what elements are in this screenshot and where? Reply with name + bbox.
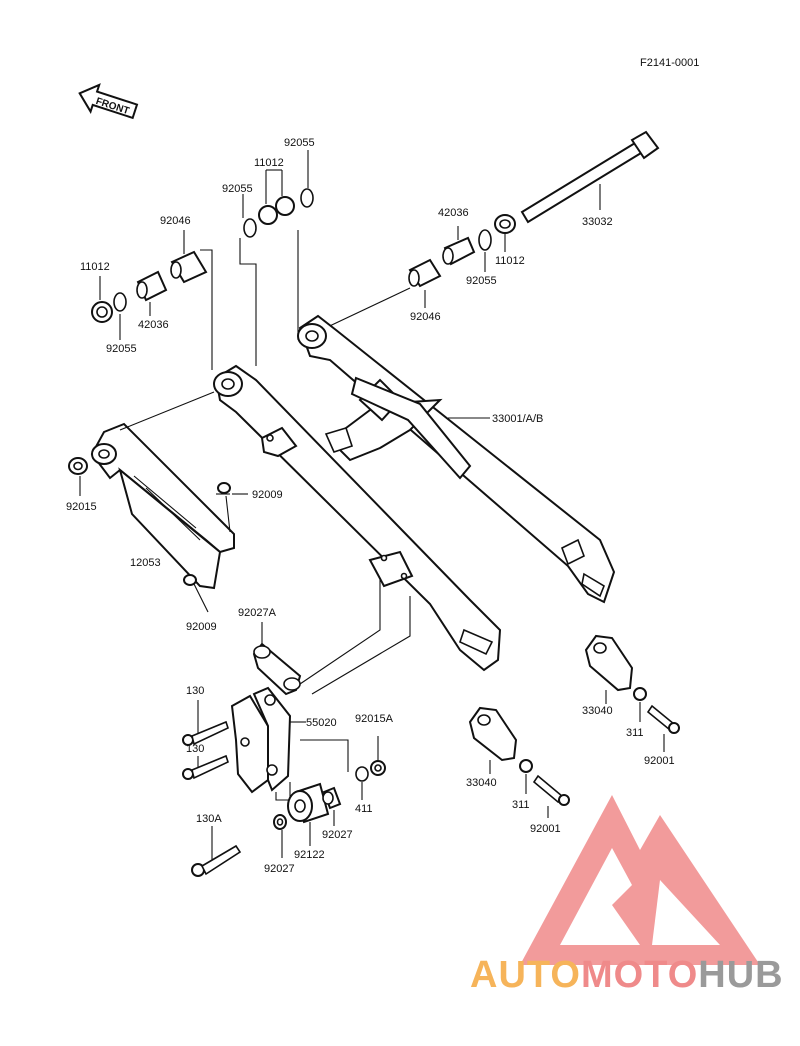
label-33040-middle: 33040 (466, 777, 497, 789)
left-bearing-group (91, 230, 213, 370)
label-33001AB: 33001/A/B (492, 413, 543, 425)
label-92122: 92122 (294, 849, 325, 861)
label-55020: 55020 (306, 717, 337, 729)
collar-92027-b (273, 814, 287, 858)
nut-311-middle (519, 759, 533, 794)
bracket-55020 (230, 686, 349, 801)
label-411: 411 (355, 803, 373, 815)
top-seal-group (239, 150, 314, 366)
chain-guard (90, 391, 235, 590)
label-92055-right: 92055 (466, 275, 497, 287)
label-311-middle: 311 (512, 799, 530, 811)
chain-adjuster-right (584, 634, 634, 704)
pivot-shaft (520, 130, 660, 224)
label-92055-top: 92055 (284, 137, 315, 149)
label-130-a: 130 (186, 685, 204, 697)
damper-92122 (287, 782, 330, 846)
label-92027-a: 92027 (322, 829, 353, 841)
label-92001-middle: 92001 (530, 823, 561, 835)
label-92027A: 92027A (238, 607, 277, 619)
label-92015: 92015 (66, 501, 97, 513)
label-11012-left: 11012 (80, 261, 110, 273)
swingarm (213, 314, 616, 672)
collar-92027A (252, 578, 411, 696)
front-arrow-icon: FRONT (78, 83, 139, 120)
bolt-92001-right (646, 704, 680, 752)
label-92001-right: 92001 (644, 755, 675, 767)
figure-code: F2141-0001 (640, 57, 699, 69)
label-92046-left: 92046 (160, 215, 191, 227)
label-33032: 33032 (582, 216, 613, 228)
label-311-right: 311 (626, 727, 644, 739)
label-92009-b: 92009 (186, 621, 217, 633)
nut-92015A (370, 736, 386, 776)
label-92046-right: 92046 (410, 311, 441, 323)
label-92009-a: 92009 (252, 489, 283, 501)
label-42036-right: 42036 (438, 207, 469, 219)
label-11012-top: 11012 (254, 157, 284, 169)
label-42036-left: 42036 (138, 319, 169, 331)
label-92055-left: 92055 (106, 343, 137, 355)
washer-411 (355, 766, 369, 800)
nut-92015 (68, 457, 88, 496)
nut-311-right (633, 687, 647, 722)
bolt-92001-middle (532, 774, 570, 818)
label-130A: 130A (196, 813, 222, 825)
label-92015A: 92015A (355, 713, 394, 725)
chain-adjuster-middle (468, 706, 518, 774)
watermark-logo-triangle (520, 795, 760, 965)
label-33040-right: 33040 (582, 705, 613, 717)
watermark-brand: AUTOMOTOHUB (470, 954, 784, 996)
screw-92009-b (183, 574, 209, 613)
bolt-130-a (182, 700, 229, 746)
label-92055-top-left: 92055 (222, 183, 253, 195)
collar-92027-a (322, 786, 342, 826)
label-12053: 12053 (130, 557, 161, 569)
screw-92009-a (216, 482, 248, 495)
bolt-130-b (182, 754, 229, 780)
label-92027-b: 92027 (264, 863, 295, 875)
bolt-130A (191, 826, 242, 877)
right-bearing-group (299, 214, 516, 341)
label-11012-right: 11012 (495, 255, 525, 267)
label-130-b: 130 (186, 743, 204, 755)
